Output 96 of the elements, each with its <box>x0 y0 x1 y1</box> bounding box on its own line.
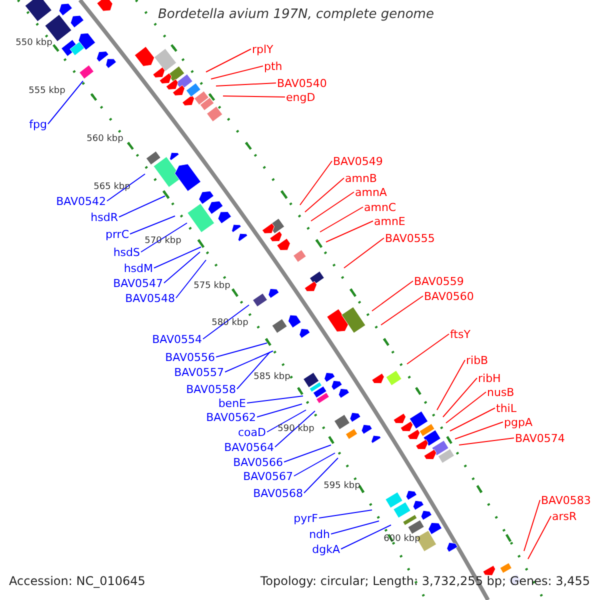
gene-label: hsdR <box>90 211 118 224</box>
position-label: 560 kbp <box>86 134 124 144</box>
leader-line <box>442 378 478 418</box>
gene-label: pgpA <box>504 416 532 429</box>
gene-label: hsdM <box>124 262 153 275</box>
gene-label: BAV0574 <box>515 432 565 445</box>
footer-text: Topology: circular; Length: 3,732,255 bp; Genes: 3,455 <box>260 575 590 588</box>
leader-line <box>274 410 316 448</box>
leader-line <box>216 82 276 86</box>
leader-line <box>176 260 206 298</box>
leader-line <box>266 410 306 432</box>
gene-label: BAV0557 <box>174 366 224 379</box>
gene-label: arsR <box>552 510 577 523</box>
gene-label: prrC <box>105 228 129 241</box>
leader-line <box>326 220 374 242</box>
leader-line <box>202 304 250 340</box>
leader-line <box>330 520 380 534</box>
leader-line <box>206 48 252 72</box>
leader-line <box>154 246 202 268</box>
gene-label: BAV0583 <box>541 494 591 507</box>
gene-label: thiL <box>496 402 516 415</box>
leader-line <box>222 96 286 98</box>
gene-label: BAV0558 <box>186 383 236 396</box>
leader-line <box>304 458 338 494</box>
leader-line <box>380 296 424 326</box>
map-title: Bordetella avium 197N, complete genome <box>158 8 434 21</box>
gene-label: BAV0559 <box>414 275 464 288</box>
gene-label: ftsY <box>450 328 470 341</box>
position-label: 585 kbp <box>254 372 290 382</box>
leader-line <box>210 66 264 80</box>
leader-line <box>164 252 200 284</box>
leader-line <box>304 178 344 212</box>
gene-label: pyrF <box>294 512 318 525</box>
leader-line <box>236 352 270 390</box>
leader-line <box>256 404 302 418</box>
gene-label: BAV0568 <box>253 487 303 500</box>
gene-label: BAV0540 <box>277 77 327 90</box>
leader-line <box>224 350 274 372</box>
gene-label: BAV0548 <box>125 292 175 305</box>
gene-label: fpg <box>29 118 47 131</box>
position-label: 595 kbp <box>324 481 360 491</box>
gene-label: ribB <box>466 354 488 367</box>
leader-line <box>454 422 504 440</box>
leader-line <box>524 500 540 552</box>
leader-line <box>130 216 176 234</box>
gene-label: ribH <box>478 372 501 385</box>
gene-label: engD <box>286 91 316 104</box>
leader-line <box>450 408 496 432</box>
position-label: 575 kbp <box>194 281 230 291</box>
leader-line <box>48 80 84 124</box>
gene-label: rplY <box>252 43 274 56</box>
leader-line <box>294 452 336 476</box>
gene-label: coaD <box>238 426 266 439</box>
gene-label: BAV0542 <box>56 195 106 208</box>
gene-label: benE <box>218 397 246 410</box>
leader-line <box>340 524 392 550</box>
leader-line <box>528 516 552 560</box>
leader-line <box>284 444 332 462</box>
leader-line <box>310 192 354 222</box>
leader-line <box>406 334 450 364</box>
gene-label: BAV0556 <box>165 351 215 364</box>
gene-label: amnB <box>345 172 377 185</box>
gene-label: amnE <box>374 215 406 228</box>
gene-label: BAV0567 <box>243 470 293 483</box>
leader-line <box>344 238 384 268</box>
gene-label: pth <box>264 60 282 73</box>
leader-line <box>318 510 372 518</box>
gene-label: amnA <box>355 186 387 199</box>
gene-label: amnC <box>364 201 396 214</box>
leader-line <box>216 342 268 358</box>
position-label: 555 kbp <box>28 86 66 96</box>
leader-line <box>320 206 364 232</box>
gene-label: BAV0547 <box>113 277 163 290</box>
gene-label: BAV0555 <box>385 232 435 245</box>
leader-line <box>140 222 188 252</box>
gene-label: nusB <box>487 386 514 399</box>
leader-line <box>372 280 414 312</box>
leader-line <box>436 360 466 410</box>
leader-line <box>458 438 514 446</box>
leader-line <box>246 396 304 404</box>
leader-line <box>446 392 486 424</box>
gene-label: ndh <box>309 528 330 541</box>
gene-label: BAV0564 <box>224 441 274 454</box>
gene-label: BAV0554 <box>152 333 202 346</box>
gene-label: hsdS <box>113 246 140 259</box>
footer-text: Accession: NC_010645 <box>9 575 146 588</box>
gene-label: BAV0560 <box>424 290 474 303</box>
gene-label: BAV0549 <box>333 155 383 168</box>
position-label: 550 kbp <box>16 38 52 48</box>
leader-line <box>106 174 146 202</box>
gene-label: BAV0562 <box>206 411 256 424</box>
gene-label: BAV0566 <box>233 456 283 469</box>
leader-line <box>300 160 332 206</box>
leader-line <box>118 196 166 218</box>
gene-label: dgkA <box>312 543 340 556</box>
position-label: 590 kbp <box>278 424 314 434</box>
